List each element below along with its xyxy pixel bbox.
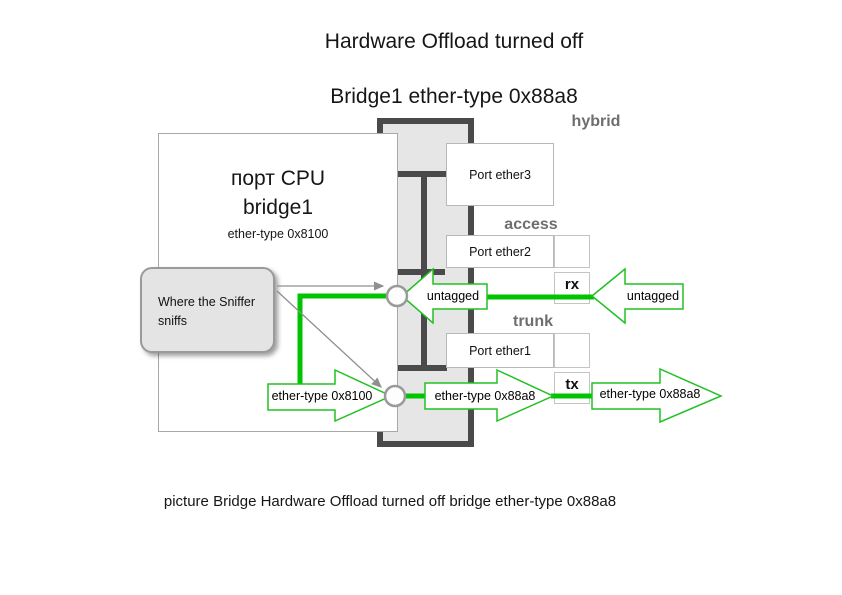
sniffer-pointer-arrow-bottom	[276, 290, 382, 388]
port-ether1-label: Port ether1	[469, 343, 531, 358]
cpu-box-ethertype: ether-type 0x8100	[227, 227, 329, 241]
port-ether1-empty-cell	[554, 333, 590, 368]
arrow-cpu-egress-0x8100	[267, 368, 393, 423]
mode-label-access: access	[504, 216, 558, 233]
arrow-trunk-0x88a8-inner	[424, 368, 555, 423]
flow-line-cpu-internal	[297, 293, 390, 384]
port-ether3-box: Port ether3	[446, 143, 554, 206]
mode-label-hybrid: hybrid	[571, 113, 621, 130]
arrow-untagged-at-cpu	[400, 267, 488, 325]
port-ether2-empty-cell	[554, 235, 590, 268]
picture-caption: picture Bridge Hardware Offload turned o…	[163, 493, 617, 510]
page-subtitle: Bridge1 ether-type 0x88a8	[330, 85, 578, 108]
page-title: Hardware Offload turned off	[324, 30, 584, 53]
sniff-node-access	[385, 284, 409, 308]
sniffer-callout: Where the Sniffer sniffs	[140, 267, 275, 353]
port-ether2-label: Port ether2	[469, 244, 531, 259]
arrow-untagged-ingress	[590, 267, 684, 325]
cpu-box-line1: порт CPU	[230, 167, 326, 190]
port-ether2-box: Port ether2	[446, 235, 554, 268]
sniff-node-trunk	[383, 384, 407, 408]
arrow-trunk-0x88a8-outer	[591, 367, 723, 424]
cpu-box-line2: bridge1	[242, 196, 314, 219]
port-ether1-box: Port ether1	[446, 333, 554, 368]
tx-badge: tx	[554, 372, 590, 404]
port-ether3-label: Port ether3	[469, 167, 531, 182]
mode-label-trunk: trunk	[513, 313, 553, 330]
